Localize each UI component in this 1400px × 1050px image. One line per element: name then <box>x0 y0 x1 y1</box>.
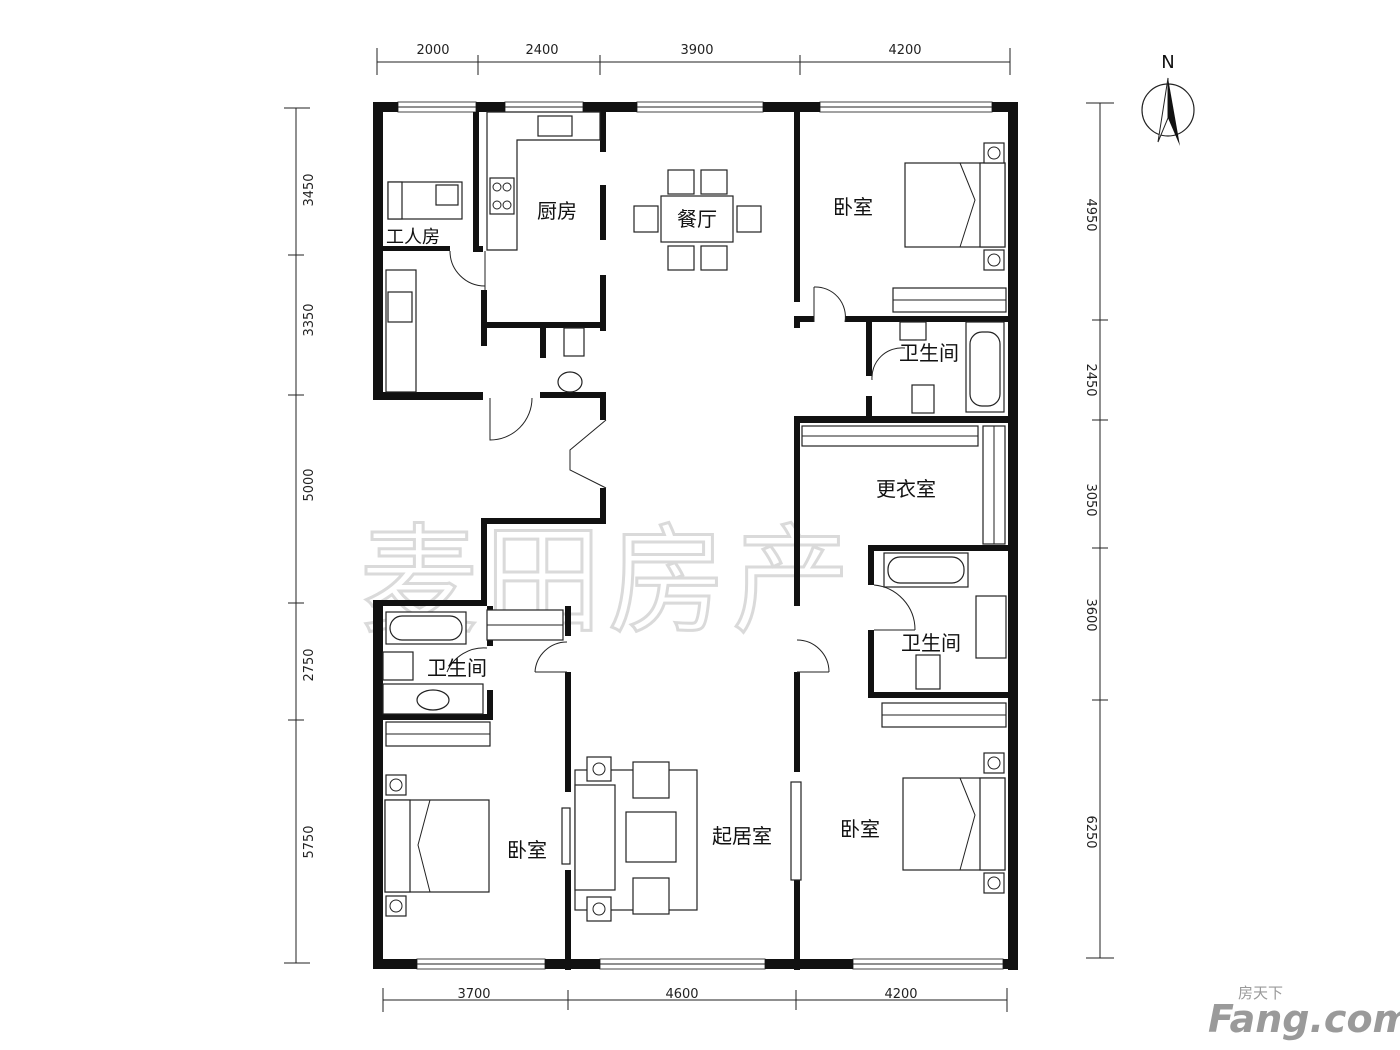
room-label-bedroom-ne: 卧室 <box>833 195 873 219</box>
dim-top-1: 2000 <box>416 43 449 58</box>
dim-left-5: 5750 <box>302 825 317 858</box>
dim-right-4: 3600 <box>1083 598 1098 631</box>
dim-top-3: 3900 <box>680 43 713 58</box>
dim-left-2: 3350 <box>302 303 317 336</box>
room-label-closet: 更衣室 <box>876 477 936 501</box>
dim-top-2: 2400 <box>525 43 558 58</box>
room-label-living: 起居室 <box>712 824 772 848</box>
compass-needle-dark <box>1168 78 1180 146</box>
dim-right-5: 6250 <box>1083 815 1098 848</box>
dim-right-1: 4950 <box>1083 198 1098 231</box>
fang-logo: 房天下 Fang.com <box>1208 984 1400 1041</box>
dim-left-4: 2750 <box>302 648 317 681</box>
compass-north-label: N <box>1161 52 1174 73</box>
room-label-bath-w: 卫生间 <box>427 656 487 680</box>
room-labels: 厨房 餐厅 工人房 卧室 卫生间 更衣室 卫生间 卫生间 卧室 起居室 卧室 <box>386 195 961 862</box>
logo-title: Fang.com <box>1208 997 1400 1041</box>
room-label-bedroom-sw: 卧室 <box>507 838 547 862</box>
compass-needle-light <box>1157 77 1169 143</box>
compass: N <box>1141 52 1195 146</box>
dim-bottom-1: 3700 <box>457 987 490 1002</box>
room-label-bath-ne: 卫生间 <box>899 341 959 365</box>
logo-subtitle: 房天下 <box>1238 984 1283 1002</box>
room-label-kitchen: 厨房 <box>537 199 577 223</box>
dim-right-2: 2450 <box>1083 363 1098 396</box>
dimension-lines <box>284 48 1114 1012</box>
dim-left-3: 5000 <box>302 468 317 501</box>
dim-left-1: 3450 <box>302 173 317 206</box>
room-label-bedroom-se: 卧室 <box>840 817 880 841</box>
dim-right-3: 3050 <box>1083 483 1098 516</box>
room-label-bath-e: 卫生间 <box>901 631 961 655</box>
dim-bottom-3: 4200 <box>884 987 917 1002</box>
room-label-dining: 餐厅 <box>677 207 717 231</box>
furniture <box>382 111 1007 922</box>
dim-top-4: 4200 <box>888 43 921 58</box>
doors <box>446 250 916 673</box>
dim-bottom-2: 4600 <box>665 987 698 1002</box>
room-label-maid-room: 工人房 <box>386 227 440 248</box>
walls <box>373 102 1018 970</box>
dimension-labels: 2000 2400 3900 4200 3700 4600 4200 3450 … <box>302 43 1098 1002</box>
